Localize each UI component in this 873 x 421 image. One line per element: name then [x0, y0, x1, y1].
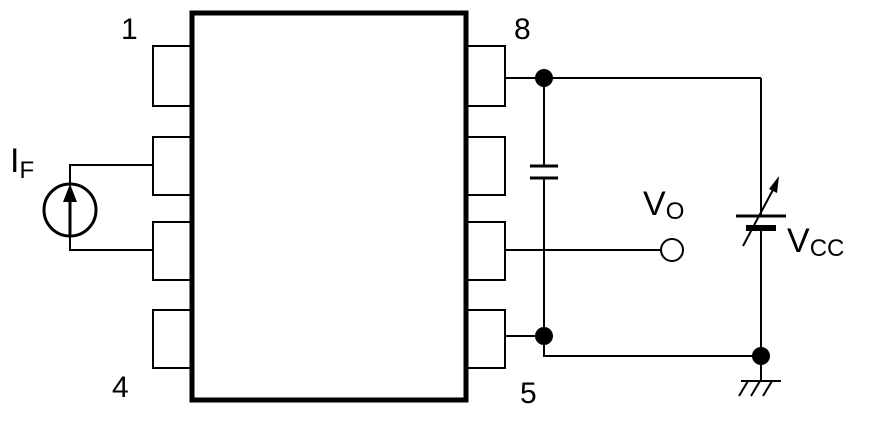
pin-6 — [465, 221, 506, 281]
ground-symbol — [738, 356, 781, 397]
pin-5 — [465, 309, 506, 369]
pin-5-label: 5 — [520, 377, 537, 410]
pin-1-label: 1 — [121, 13, 138, 46]
vo-label: VO — [643, 185, 684, 225]
if-label: IF — [10, 142, 34, 184]
ic-body — [189, 10, 469, 403]
pin-7 — [465, 136, 506, 196]
pin-4 — [152, 309, 193, 369]
pin-4-label: 4 — [112, 371, 129, 404]
pin-3 — [152, 221, 193, 281]
pin-1 — [152, 45, 193, 107]
pin-2 — [152, 136, 193, 196]
pin-8 — [465, 45, 506, 107]
vo-terminal — [660, 238, 684, 262]
ground-rail — [543, 336, 761, 357]
current-source-if — [42, 164, 153, 251]
bypass-capacitor — [530, 78, 558, 336]
vcc-label: VCC — [787, 222, 844, 262]
variable-voltage-source — [736, 78, 786, 356]
pin-8-label: 8 — [514, 13, 531, 46]
